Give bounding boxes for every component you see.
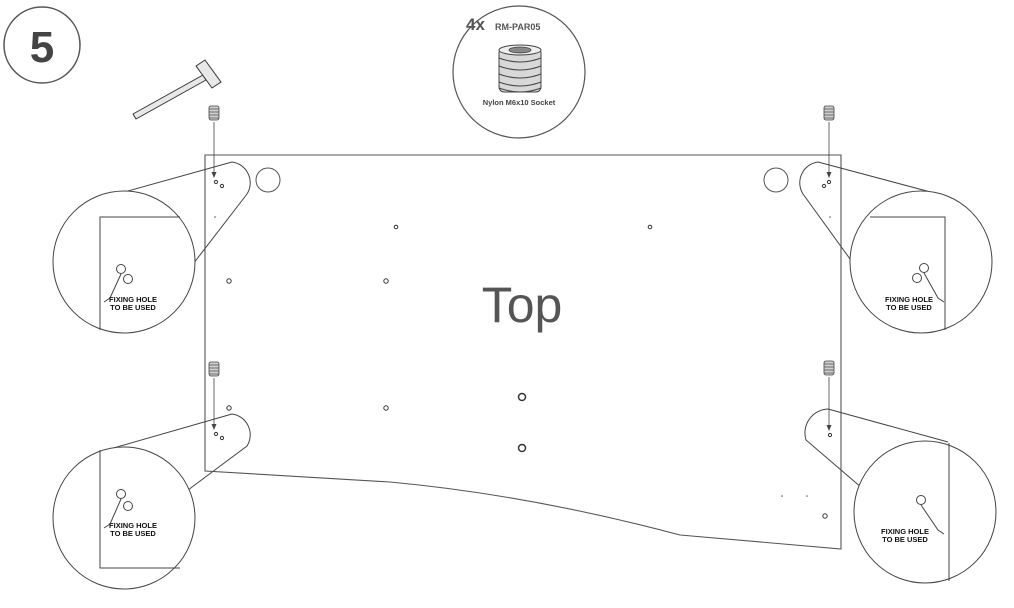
callout-note-line1: FIXING HOLE xyxy=(881,527,929,536)
callout-bottom-left xyxy=(52,413,251,590)
part-name: Nylon M6x10 Socket xyxy=(483,98,556,107)
panel-hole xyxy=(763,167,789,193)
callout-note-line1: FIXING HOLE xyxy=(109,521,157,530)
callout-note-line1: FIXING HOLE xyxy=(109,295,157,304)
part-quantity: 4x xyxy=(466,15,485,34)
step-number: 5 xyxy=(30,23,54,72)
socket-insert-top-right xyxy=(823,105,835,178)
parts-bubble: 4x RM-PAR05 Nylon M6x10 Socket xyxy=(452,5,586,139)
callout-top-right xyxy=(799,161,993,334)
callout-note-line1: FIXING HOLE xyxy=(885,295,933,304)
panel-label: Top xyxy=(482,277,563,333)
socket-insert-bottom-right xyxy=(823,360,835,431)
part-code: RM-PAR05 xyxy=(495,22,540,32)
callout-note-line2: TO BE USED xyxy=(886,303,932,312)
step-badge: 5 xyxy=(3,6,81,84)
callout-bottom-right xyxy=(804,408,997,584)
callout-top-left xyxy=(52,161,251,334)
hammer-icon xyxy=(132,59,222,120)
panel-hole xyxy=(255,167,281,193)
panel-fixing-holes xyxy=(213,179,833,519)
callout-note-line2: TO BE USED xyxy=(882,535,928,544)
callout-note-line2: TO BE USED xyxy=(110,303,156,312)
callout-note-line2: TO BE USED xyxy=(110,529,156,538)
top-panel xyxy=(204,154,842,550)
nylon-socket-icon xyxy=(498,44,542,93)
